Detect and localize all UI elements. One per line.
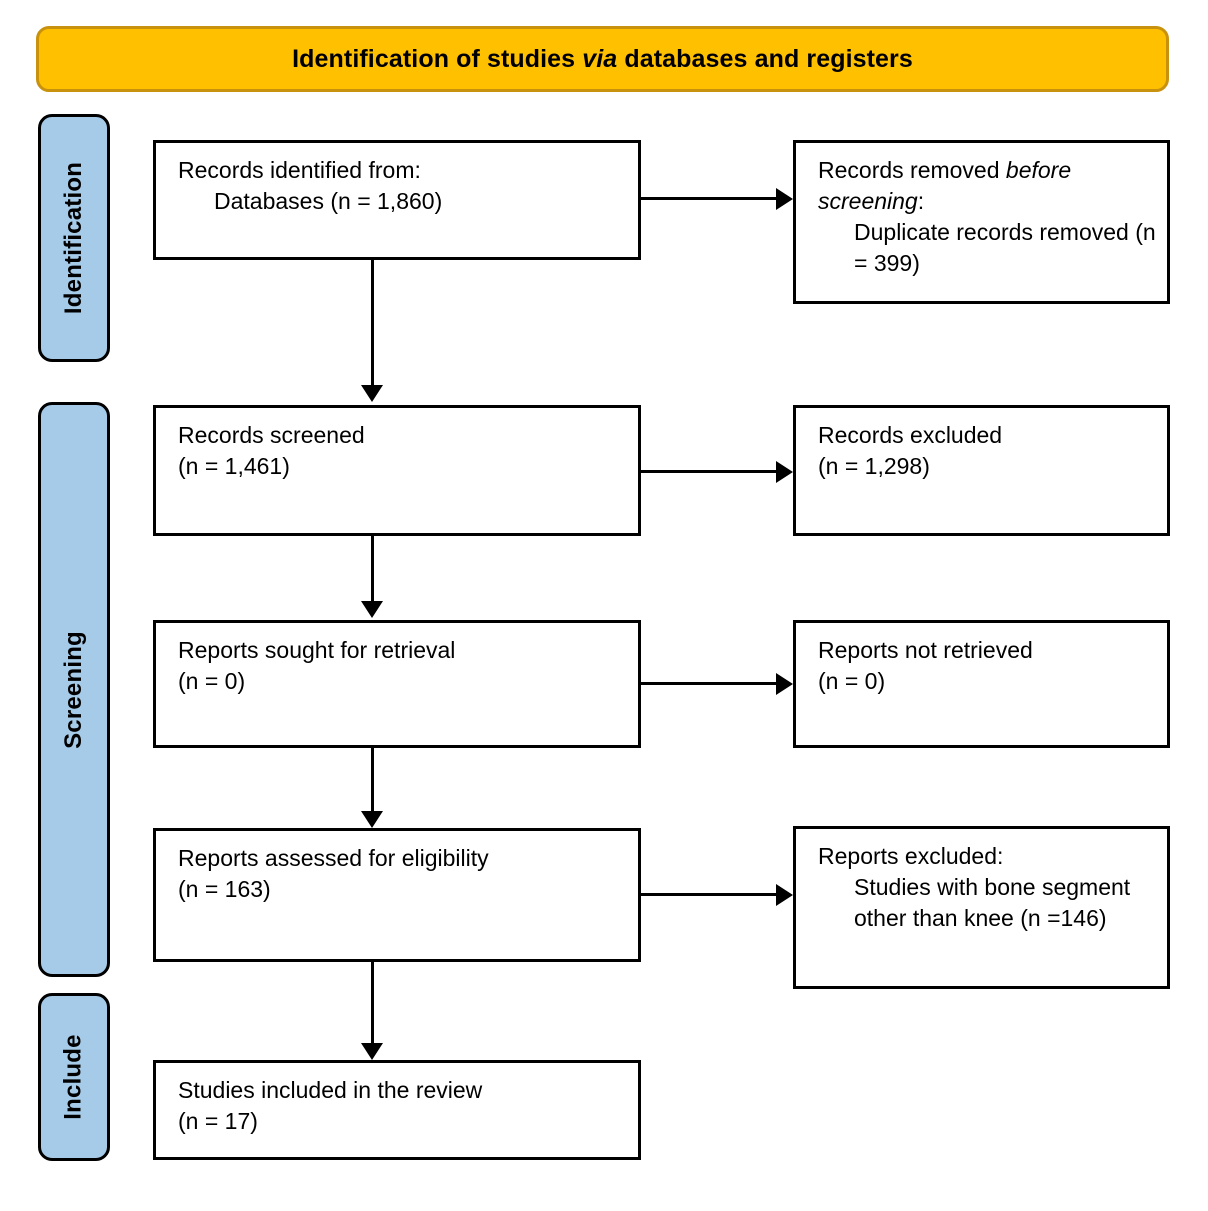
reports-not-retrieved-line1: Reports not retrieved bbox=[818, 637, 1033, 663]
stage-label-screening: Screening bbox=[38, 402, 110, 977]
records-removed-line1-suffix: : bbox=[917, 188, 925, 214]
records-screened-line2: (n = 1,461) bbox=[178, 453, 290, 479]
studies-included-line1: Studies included in the review bbox=[178, 1077, 483, 1103]
arrow-head-identified-to-removed bbox=[776, 188, 793, 210]
stage-label-identification-text: Identification bbox=[60, 161, 88, 315]
connector-line-screened-to-sought bbox=[371, 536, 374, 606]
reports-sought-line2: (n = 0) bbox=[178, 668, 246, 694]
records-removed-line1-prefix: Records removed bbox=[818, 157, 1006, 183]
box-reports-not-retrieved: Reports not retrieved (n = 0) bbox=[793, 620, 1170, 748]
page-title: Identification of studies via databases … bbox=[292, 45, 913, 74]
connector-line-sought-to-assessed bbox=[371, 748, 374, 816]
arrow-head-sought-to-not-retrieved bbox=[776, 673, 793, 695]
connector-line-assessed-to-excluded bbox=[641, 893, 778, 896]
records-identified-line2: Databases (n = 1,860) bbox=[214, 188, 443, 214]
connector-line-screened-to-excluded bbox=[641, 470, 778, 473]
stage-label-identification: Identification bbox=[38, 114, 110, 362]
box-reports-sought: Reports sought for retrieval (n = 0) bbox=[153, 620, 641, 748]
box-records-removed: Records removed before screening: Duplic… bbox=[793, 140, 1170, 304]
stage-label-include: Include bbox=[38, 993, 110, 1161]
box-studies-included: Studies included in the review (n = 17) bbox=[153, 1060, 641, 1160]
box-reports-assessed: Reports assessed for eligibility (n = 16… bbox=[153, 828, 641, 962]
reports-assessed-line1: Reports assessed for eligibility bbox=[178, 845, 489, 871]
box-reports-excluded: Reports excluded: Studies with bone segm… bbox=[793, 826, 1170, 989]
arrow-head-screened-to-sought bbox=[361, 601, 383, 618]
records-identified-line1: Records identified from: bbox=[178, 157, 421, 183]
records-screened-line1: Records screened bbox=[178, 422, 365, 448]
header-title-italic: via bbox=[582, 44, 618, 73]
arrow-head-screened-to-excluded bbox=[776, 461, 793, 483]
reports-excluded-line2: Studies with bone segment other than kne… bbox=[854, 874, 1131, 931]
reports-sought-line1: Reports sought for retrieval bbox=[178, 637, 456, 663]
arrow-head-identified-to-screened bbox=[361, 385, 383, 402]
connector-line-identified-to-screened bbox=[371, 260, 374, 388]
stage-label-screening-text: Screening bbox=[60, 630, 87, 749]
box-records-identified: Records identified from: Databases (n = … bbox=[153, 140, 641, 260]
diagram-header-banner: Identification of studies via databases … bbox=[36, 26, 1169, 92]
box-records-excluded: Records excluded (n = 1,298) bbox=[793, 405, 1170, 536]
arrow-head-assessed-to-excluded bbox=[776, 884, 793, 906]
arrow-head-assessed-to-included bbox=[361, 1043, 383, 1060]
arrow-head-sought-to-assessed bbox=[361, 811, 383, 828]
records-removed-line1: Records removed before screening: bbox=[818, 155, 1167, 217]
connector-line-identified-to-removed bbox=[641, 197, 778, 200]
records-removed-line2: Duplicate records removed (n = 399) bbox=[854, 219, 1156, 276]
connector-line-sought-to-not-retrieved bbox=[641, 682, 778, 685]
connector-line-assessed-to-included bbox=[371, 962, 374, 1048]
reports-excluded-line1: Reports excluded: bbox=[818, 843, 1004, 869]
records-excluded-line1: Records excluded bbox=[818, 422, 1003, 448]
reports-assessed-line2: (n = 163) bbox=[178, 876, 271, 902]
stage-label-include-text: Include bbox=[60, 1034, 88, 1120]
box-records-screened: Records screened (n = 1,461) bbox=[153, 405, 641, 536]
header-title-prefix: Identification of studies bbox=[292, 44, 583, 73]
studies-included-line2: (n = 17) bbox=[178, 1108, 258, 1134]
records-removed-line1-italic: before screening bbox=[818, 157, 1072, 214]
reports-not-retrieved-line2: (n = 0) bbox=[818, 668, 886, 694]
records-excluded-line2: (n = 1,298) bbox=[818, 453, 930, 479]
header-title-suffix: databases and registers bbox=[617, 44, 913, 73]
